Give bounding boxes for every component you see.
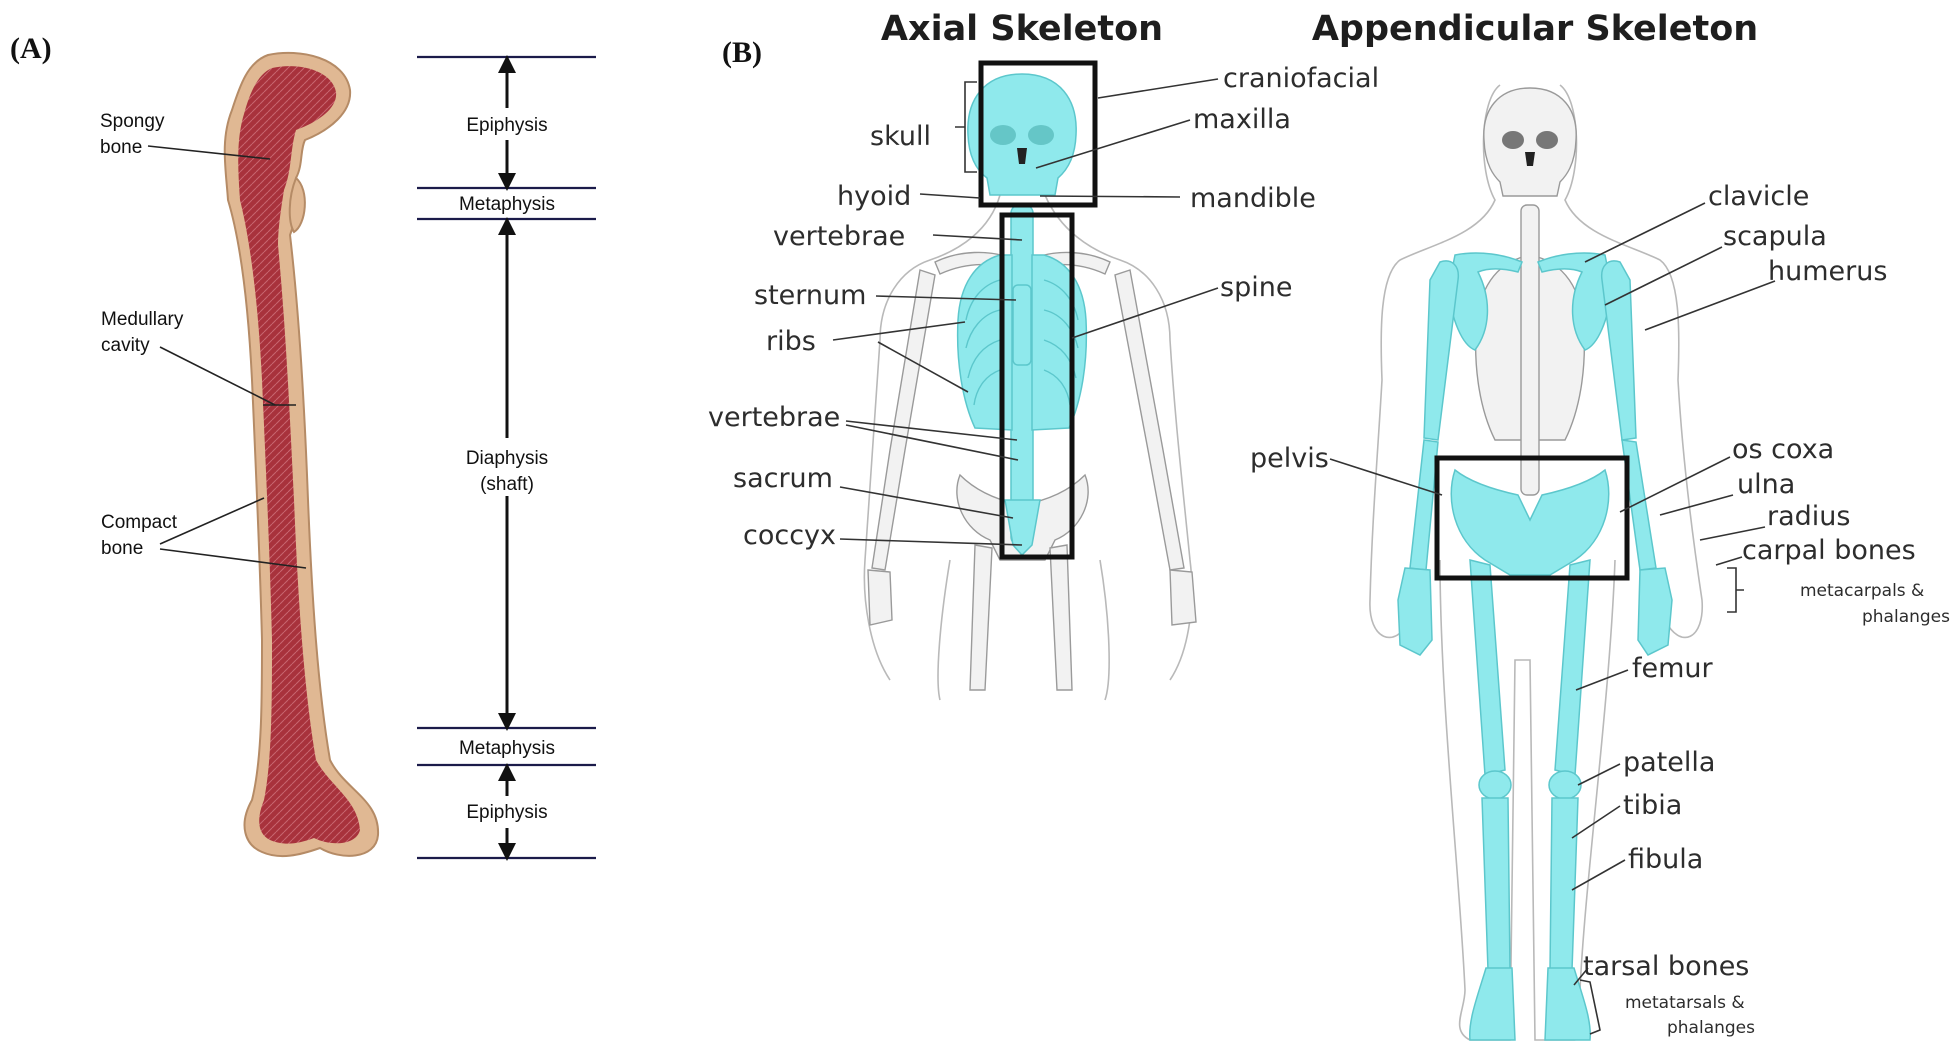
label-hyoid: hyoid — [837, 181, 911, 212]
panel-b: (B) Axial Skeleton Appendicular Skeleton — [708, 9, 1950, 1040]
label-maxilla: maxilla — [1193, 104, 1291, 135]
axial-title: Axial Skeleton — [881, 9, 1163, 49]
metacarpals-bracket — [1727, 568, 1744, 612]
appendicular-spine — [1521, 205, 1539, 495]
craniofacial-leader — [1098, 79, 1218, 98]
ribs-leader-2 — [878, 342, 968, 392]
appendicular-skull — [1484, 88, 1576, 196]
label-mandible: mandible — [1190, 183, 1316, 214]
appendicular-right-femur — [1555, 560, 1590, 775]
region-metaphysis-top: Metaphysis — [459, 194, 555, 215]
humerus-leader — [1645, 281, 1775, 330]
label-carpal-bones: carpal bones — [1742, 535, 1916, 566]
axial-skeleton-figure — [864, 63, 1196, 700]
appendicular-left-patella — [1479, 771, 1511, 799]
spongy-bone-label-1: Spongy — [100, 111, 165, 132]
axial-skull — [968, 74, 1076, 195]
label-fibula: fibula — [1628, 844, 1703, 875]
label-os-coxa: os coxa — [1732, 434, 1834, 465]
label-spine: spine — [1220, 272, 1292, 303]
carpal-bones-leader — [1716, 557, 1742, 565]
panel-a: (A) Spongy bone Medullary cavity Compact… — [10, 32, 596, 858]
panel-b-label: (B) — [722, 36, 762, 69]
appendicular-left-foot — [1470, 968, 1515, 1040]
axial-skull-left-orbit — [990, 125, 1016, 145]
ulna-leader — [1660, 495, 1733, 515]
appendicular-skull-right-orbit — [1536, 131, 1558, 149]
label-clavicle: clavicle — [1708, 181, 1809, 212]
label-metacarpals-2: phalanges — [1862, 607, 1950, 627]
label-scapula: scapula — [1723, 221, 1827, 252]
region-metaphysis-bottom: Metaphysis — [459, 738, 555, 759]
appendicular-skull-left-orbit — [1502, 131, 1524, 149]
appendicular-right-lower-leg — [1550, 798, 1578, 970]
vertebrae-upper-leader — [933, 235, 1022, 240]
label-ribs: ribs — [766, 326, 816, 357]
appendicular-right-humerus — [1602, 261, 1636, 440]
axial-spine — [1011, 205, 1033, 545]
femur-illustration — [225, 53, 378, 856]
label-skull: skull — [870, 121, 931, 152]
appendicular-skeleton-figure — [1370, 85, 1744, 1040]
mandible-leader — [1040, 196, 1180, 197]
region-diaphysis-1: Diaphysis — [466, 448, 548, 469]
appendicular-left-lower-leg — [1482, 798, 1510, 970]
appendicular-title: Appendicular Skeleton — [1312, 9, 1758, 49]
axial-left-hand — [868, 570, 892, 625]
axial-right-arm — [1115, 270, 1184, 570]
compact-bone-label-2: bone — [101, 538, 143, 559]
label-sternum: sternum — [754, 280, 866, 311]
label-craniofacial: craniofacial — [1223, 63, 1379, 94]
label-metatarsals-1: metatarsals & — [1625, 993, 1745, 1013]
label-tibia: tibia — [1623, 790, 1682, 821]
region-diaphysis-2: (shaft) — [480, 474, 534, 495]
appendicular-left-forearm — [1410, 440, 1438, 570]
label-ulna: ulna — [1737, 469, 1795, 500]
label-radius: radius — [1767, 501, 1850, 532]
spine-leader — [1072, 288, 1218, 338]
hyoid-leader — [920, 194, 980, 198]
label-tarsal-bones: tarsal bones — [1583, 951, 1749, 982]
axial-skull-right-orbit — [1028, 125, 1054, 145]
appendicular-right-patella — [1549, 771, 1581, 799]
label-humerus: humerus — [1768, 256, 1887, 287]
label-metatarsals-2: phalanges — [1667, 1018, 1755, 1038]
medullary-cavity-label-2: cavity — [101, 335, 150, 356]
label-vertebrae-upper: vertebrae — [773, 221, 905, 252]
label-femur: femur — [1632, 653, 1714, 684]
axial-right-leg — [1050, 545, 1072, 690]
label-pelvis: pelvis — [1250, 443, 1329, 474]
appendicular-left-hand — [1398, 568, 1432, 655]
region-epiphysis-bottom: Epiphysis — [466, 802, 547, 823]
label-coccyx: coccyx — [743, 520, 836, 551]
appendicular-left-humerus — [1424, 261, 1458, 440]
axial-left-arm — [872, 270, 935, 570]
axial-sternum — [1013, 285, 1031, 365]
spongy-bone-label-2: bone — [100, 137, 142, 158]
compact-bone-label-1: Compact — [101, 512, 178, 533]
appendicular-right-hand — [1638, 568, 1672, 655]
axial-left-leg — [970, 545, 992, 690]
label-metacarpals-1: metacarpals & — [1800, 581, 1924, 601]
panel-a-label: (A) — [10, 32, 52, 65]
label-patella: patella — [1623, 747, 1715, 778]
medullary-cavity-label-1: Medullary — [101, 309, 184, 330]
ribs-leader-1 — [833, 322, 965, 340]
femur-leader — [1576, 670, 1628, 690]
axial-right-hand — [1170, 570, 1196, 625]
label-vertebrae-lower: vertebrae — [708, 402, 840, 433]
fibula-leader — [1572, 860, 1625, 890]
label-sacrum: sacrum — [733, 463, 833, 494]
tibia-leader — [1572, 806, 1620, 838]
appendicular-left-femur — [1470, 560, 1505, 775]
region-epiphysis-top: Epiphysis — [466, 115, 547, 136]
